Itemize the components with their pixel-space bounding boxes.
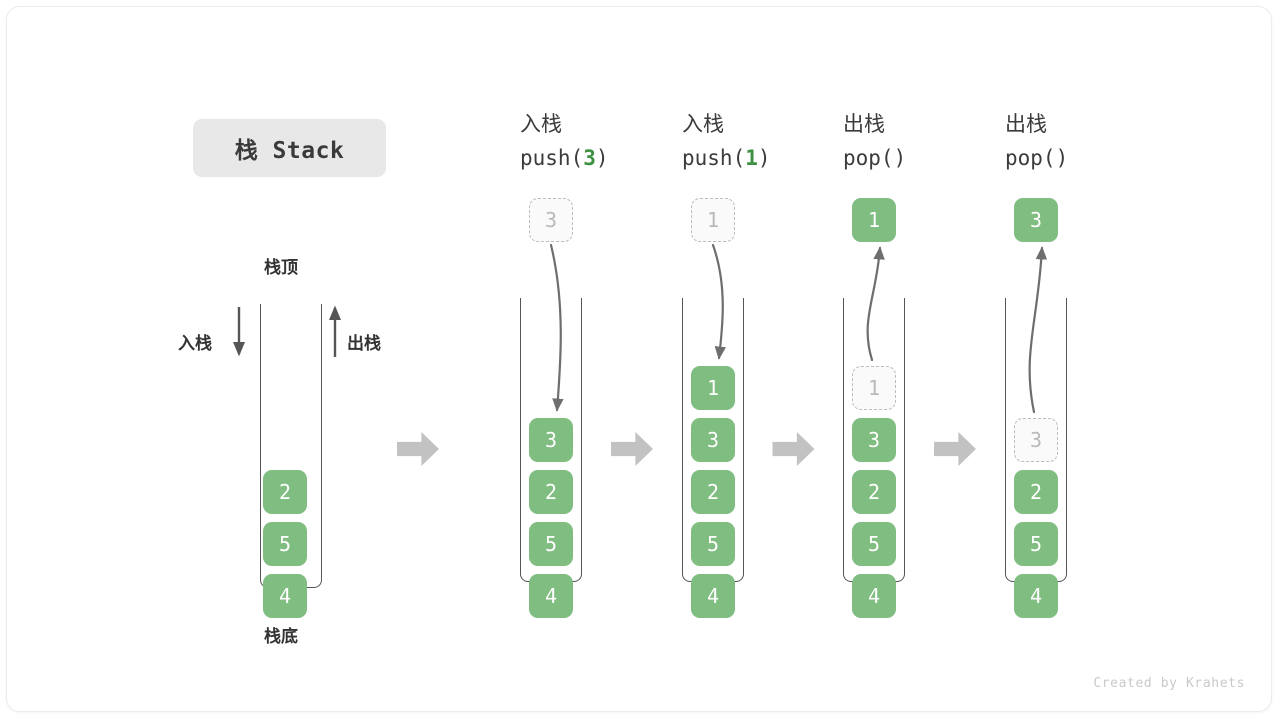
page-title: 栈 Stack xyxy=(193,119,386,177)
floating-cell: 1 xyxy=(852,198,896,242)
stack-cell: 5 xyxy=(529,522,573,566)
pop-direction-label: 出栈 xyxy=(347,334,381,354)
stack-cell-ghost: 1 xyxy=(852,366,896,410)
step-header-arg-push-1: 1 xyxy=(745,146,758,170)
step-header-code-pop-1: pop() xyxy=(843,146,907,170)
step-header-cn-push-1: 入栈 xyxy=(682,112,724,136)
step-header-pop-1: 出栈 pop() xyxy=(843,107,906,175)
step-header-arg-push-3: 3 xyxy=(583,146,596,170)
arrows-overlay xyxy=(233,243,1048,466)
stack-cell: 2 xyxy=(529,470,573,514)
stack-cell: 4 xyxy=(1014,574,1058,618)
stack-cell: 3 xyxy=(691,418,735,462)
stack-top-label: 栈顶 xyxy=(264,258,298,278)
stack-cell: 2 xyxy=(1014,470,1058,514)
stack-cell: 2 xyxy=(263,470,307,514)
step-header-cn-push-3: 入栈 xyxy=(520,112,562,136)
stack-cell: 2 xyxy=(852,470,896,514)
stack-cell: 4 xyxy=(529,574,573,618)
stack-cell: 4 xyxy=(852,574,896,618)
stack-cell: 3 xyxy=(529,418,573,462)
transition-arrow-4 xyxy=(934,432,976,466)
step-header-push-3: 入栈 push(3) xyxy=(520,107,609,175)
transition-arrow-3 xyxy=(772,432,815,466)
credit-text: Created by Krahets xyxy=(1093,676,1245,691)
transition-arrow-2 xyxy=(611,432,653,466)
floating-cell-ghost: 3 xyxy=(529,198,573,242)
push-direction-label: 入栈 xyxy=(178,334,212,354)
step-header-push-1: 入栈 push(1) xyxy=(682,107,771,175)
stack-cell: 4 xyxy=(691,574,735,618)
stack-bottom-label: 栈底 xyxy=(264,627,298,647)
transition-arrow-1 xyxy=(397,432,439,466)
stack-cell: 3 xyxy=(852,418,896,462)
stack-cell: 5 xyxy=(852,522,896,566)
step-header-code-pop-3: pop() xyxy=(1005,146,1069,170)
stack-cell: 5 xyxy=(263,522,307,566)
step-header-cn-pop-3: 出栈 xyxy=(1005,112,1047,136)
step-header-cn-pop-1: 出栈 xyxy=(843,112,885,136)
stack-cell: 5 xyxy=(1014,522,1058,566)
stack-cell-ghost: 3 xyxy=(1014,418,1058,462)
stack-cell: 1 xyxy=(691,366,735,410)
floating-cell-ghost: 1 xyxy=(691,198,735,242)
step-header-pop-3: 出栈 pop() xyxy=(1005,107,1068,175)
stack-cell: 2 xyxy=(691,470,735,514)
stack-cell: 5 xyxy=(691,522,735,566)
step-header-code-push-3: push(3) xyxy=(520,146,609,170)
step-header-code-push-1: push(1) xyxy=(682,146,771,170)
stack-cell: 4 xyxy=(263,574,307,618)
floating-cell: 3 xyxy=(1014,198,1058,242)
